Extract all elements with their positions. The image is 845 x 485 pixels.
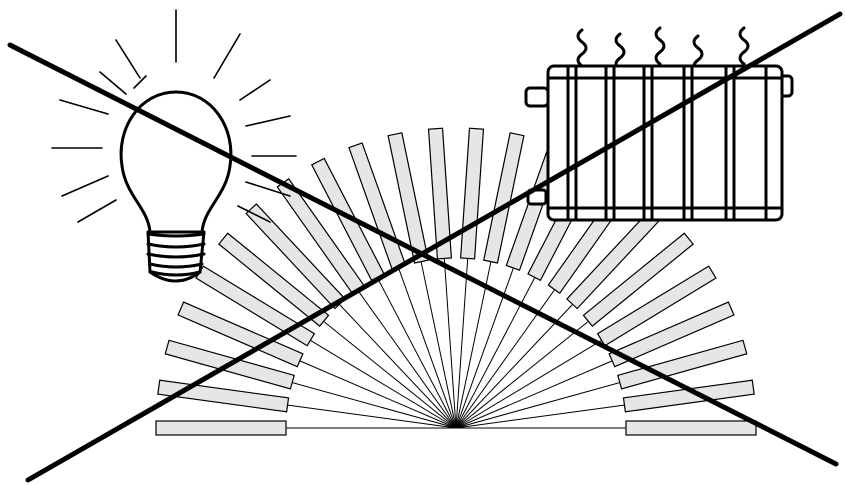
fan-ray-line (456, 298, 579, 428)
fan-ray-line (373, 270, 456, 428)
fan-ray-line (278, 404, 456, 428)
fan-bar (623, 380, 754, 412)
fan-bar (626, 421, 756, 435)
light-bulb-icon (52, 10, 296, 281)
fan-ray-line (316, 316, 456, 428)
fan-ray-line (333, 298, 456, 428)
radiator-body (548, 66, 782, 220)
fan-ray-line (283, 380, 456, 428)
fan-ray-line (456, 335, 610, 428)
radiator-valve-left (526, 88, 548, 106)
fan-bar (156, 421, 286, 435)
fan-ray-line (456, 380, 629, 428)
fan-ray-line (456, 404, 634, 428)
fan-bar (461, 128, 484, 259)
radiator-icon (526, 28, 792, 220)
fan-ray-line (302, 335, 456, 428)
fan-ray-line (444, 250, 456, 428)
bulb-base (148, 232, 204, 281)
bulb-glass (121, 92, 231, 232)
